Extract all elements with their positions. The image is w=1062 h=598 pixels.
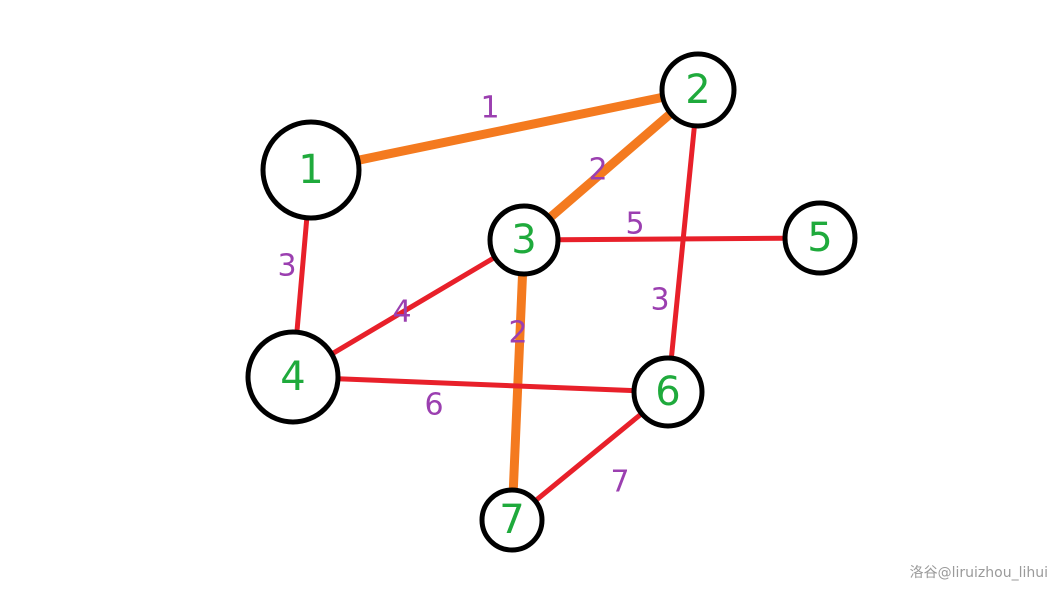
edge-1-4 [294,215,310,335]
node-circle-4 [245,329,341,425]
edge-4-6 [335,376,637,394]
edge-6-7 [532,411,645,504]
node-label-4: 4 [280,354,305,400]
edge-2-3-highlighted [545,109,676,223]
node-label-5: 5 [807,215,832,261]
edge-weight-1-2: 1 [480,91,499,126]
node-4: 4 [245,329,341,425]
node-2: 2 [659,51,737,129]
node-6: 6 [631,355,705,429]
node-layer: 1 2 3 4 5 6 7 [245,51,858,553]
node-5: 5 [782,200,858,276]
node-label-6: 6 [655,369,680,415]
node-circle-3 [487,203,561,277]
watermark: 洛谷@liruizhou_lihui [909,565,1048,581]
edge-1-2-highlighted [353,92,668,165]
edge-weight-1-4: 3 [277,249,296,284]
edge-3-7-highlighted [508,269,528,495]
edge-weight-4-6: 6 [424,388,443,423]
node-label-3: 3 [511,217,536,263]
edge-weight-6-7: 7 [610,465,629,500]
edge-2-6 [668,123,697,361]
node-label-7: 7 [499,497,524,543]
node-label-1: 1 [298,147,323,193]
edge-weight-3-4: 4 [392,295,411,330]
edge-weight-2-3: 2 [588,153,607,188]
node-circle-1 [260,119,362,221]
edge-weight-3-5: 5 [625,207,644,242]
node-circle-5 [782,200,858,276]
node-circle-2 [659,51,737,129]
edge-layer [294,92,788,504]
node-7: 7 [479,487,545,553]
edge-weight-2-6: 3 [650,283,669,318]
edge-3-4 [329,254,498,357]
node-3: 3 [487,203,561,277]
node-label-2: 2 [685,67,710,113]
weight-layer: 1 2 3 4 5 3 2 6 7 [277,91,669,500]
node-1: 1 [260,119,362,221]
edge-3-5 [555,235,788,243]
node-circle-6 [631,355,705,429]
edge-weight-3-7: 2 [508,316,527,351]
node-circle-7 [479,487,545,553]
